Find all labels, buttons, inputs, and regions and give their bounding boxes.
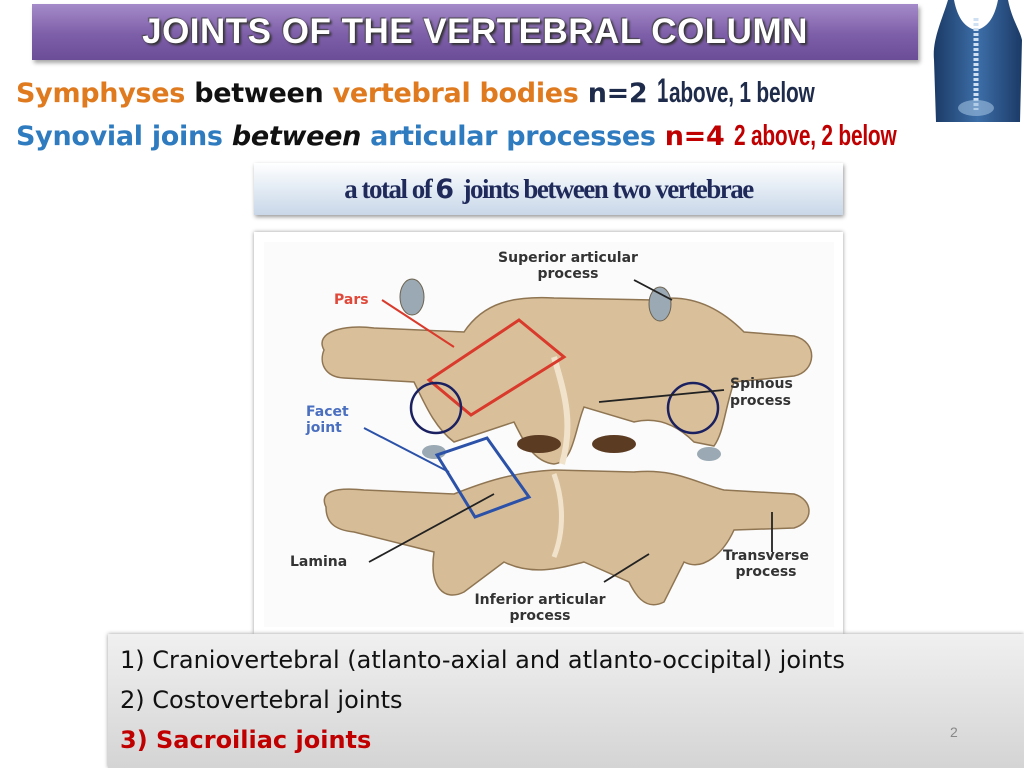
list-item-highlighted: 3) Sacroiliac joints bbox=[120, 726, 372, 754]
total-joints-box: a total of 6 joints between two vertebra… bbox=[254, 163, 843, 215]
list-item: 2) Costovertebral joints bbox=[120, 686, 403, 714]
symphyses-count: n=2 bbox=[587, 78, 648, 109]
label-superior-articular-2: process bbox=[537, 266, 598, 282]
label-superior-articular: Superior articular bbox=[498, 250, 638, 266]
figure-labels: Superior articular process Pars Facet jo… bbox=[290, 250, 809, 624]
label-transverse-2: process bbox=[735, 564, 796, 580]
symphyses-position-note: above, 1 below bbox=[669, 77, 815, 109]
label-inferior-articular: Inferior articular bbox=[474, 592, 605, 608]
synovial-term: Synovial joins bbox=[16, 121, 223, 152]
label-spinous-2: process bbox=[730, 393, 791, 409]
label-inferior-articular-2: process bbox=[509, 608, 570, 624]
symphyses-line: Symphyses between vertebral bodies n=2 1… bbox=[16, 72, 871, 111]
label-transverse: Transverse bbox=[723, 548, 809, 564]
vertebrae-illustration bbox=[264, 242, 834, 627]
label-spinous: Spinous bbox=[730, 376, 793, 392]
vertebral-bodies-term: vertebral bodies bbox=[332, 78, 579, 109]
list-item: 1) Craniovertebral (atlanto-axial and at… bbox=[120, 646, 845, 674]
label-facet: Facet bbox=[306, 404, 349, 420]
pars-highlight bbox=[426, 318, 567, 417]
label-facet-2: joint bbox=[305, 420, 342, 436]
synovial-count: n=4 bbox=[664, 121, 725, 152]
spine-back-illustration bbox=[933, 0, 1022, 122]
synovial-line: Synovial joins between articular process… bbox=[16, 120, 959, 153]
facet-joint-highlight bbox=[434, 436, 532, 519]
left-joint-circle bbox=[409, 381, 463, 435]
articular-processes-term: articular processes bbox=[370, 121, 656, 152]
synovial-position-note: 2 above, 2 below bbox=[733, 120, 897, 152]
other-joints-list: 1) Craniovertebral (atlanto-axial and at… bbox=[108, 634, 1024, 768]
symphyses-term: Symphyses bbox=[16, 78, 186, 109]
label-pars: Pars bbox=[334, 292, 369, 308]
slide-title: JOINTS OF THE VERTEBRAL COLUMN bbox=[142, 12, 808, 51]
page-number: 2 bbox=[950, 724, 958, 740]
vertebrae-figure: Superior articular process Pars Facet jo… bbox=[254, 232, 843, 634]
total-count: 6 bbox=[435, 173, 454, 205]
between-text: between bbox=[194, 78, 324, 109]
total-suffix: joints between two vertebrae bbox=[462, 173, 755, 204]
between-text: between bbox=[231, 121, 362, 152]
symphyses-above-count: 1 bbox=[656, 72, 668, 110]
slide-title-bar: JOINTS OF THE VERTEBRAL COLUMN bbox=[32, 4, 918, 60]
label-lamina: Lamina bbox=[290, 554, 347, 570]
right-joint-circle bbox=[666, 381, 720, 435]
total-prefix: a total of bbox=[344, 173, 432, 204]
